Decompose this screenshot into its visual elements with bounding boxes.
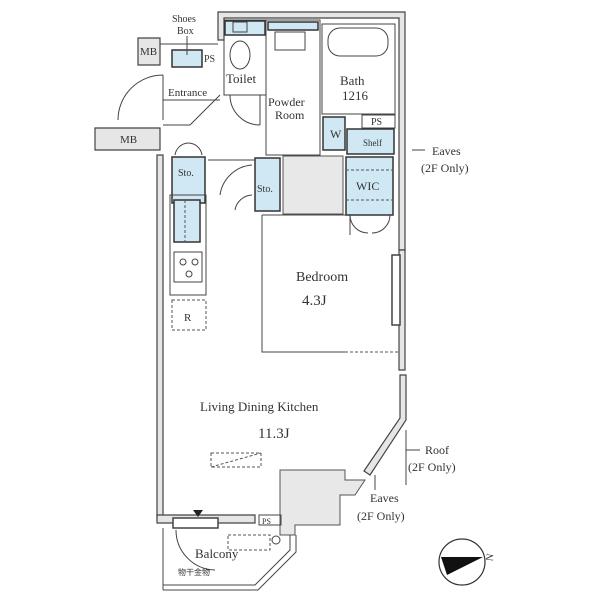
refrigerator-label: R (184, 312, 192, 324)
bedroom-label: Bedroom (296, 270, 348, 285)
balcony-label: Balcony (195, 546, 239, 561)
annotations: Eaves (2F Only) Roof (2F Only) Eaves (2F… (357, 144, 469, 523)
compass-north-label: N (484, 553, 496, 562)
storage-left-label: Sto. (178, 168, 194, 179)
washer-space (322, 116, 346, 151)
bath-size-label: 1216 (342, 88, 369, 103)
toilet-room: Toilet (223, 19, 267, 126)
sink (173, 199, 201, 243)
ps-entrance-label: PS (204, 54, 215, 65)
shoes-box-label: Box (177, 26, 194, 37)
storage-mid (254, 157, 281, 212)
roof-label: Roof (425, 443, 449, 457)
storage-mid-label: Sto. (257, 184, 273, 195)
powder-room: Powder Room (265, 19, 321, 156)
roof-note: (2F Only) (408, 460, 456, 474)
drying-rack-label: 物干金物 (178, 567, 210, 577)
walk-in-closet: WIC (345, 156, 394, 235)
living-dining-kitchen: Living Dining Kitchen 11.3J (200, 399, 319, 468)
bathroom: Bath 1216 W PS Shelf (321, 23, 396, 155)
balcony-door[interactable] (172, 517, 219, 529)
balcony: PS Balcony 物干金物 (162, 510, 297, 591)
storage-left (171, 156, 206, 204)
ldk-size-label: 11.3J (258, 426, 290, 442)
powder-room-label: Room (275, 108, 305, 122)
mb-top-label: MB (140, 46, 157, 58)
toilet-label: Toilet (226, 71, 257, 86)
shelf (346, 128, 395, 155)
bedroom-size-label: 4.3J (302, 293, 327, 309)
refrigerator (171, 299, 207, 331)
eaves-top-note: (2F Only) (421, 161, 469, 175)
wic-label: WIC (356, 179, 379, 193)
shelf-label: Shelf (363, 138, 382, 148)
shoes-box-label: Shoes (172, 14, 196, 25)
bedroom: Bedroom 4.3J (261, 214, 401, 353)
eaves-bottom-note: (2F Only) (357, 509, 405, 523)
compass-icon: N (438, 538, 496, 586)
bath-label: Bath (340, 73, 365, 88)
entrance: Shoes Box PS Entrance (117, 14, 221, 126)
ps-bath-label: PS (371, 117, 382, 128)
entrance-door[interactable] (117, 74, 164, 121)
eaves-bottom-label: Eaves (370, 491, 399, 505)
mb-left-label: MB (120, 134, 137, 146)
eaves-top-label: Eaves (432, 144, 461, 158)
kitchen-counter: R (169, 194, 207, 331)
utility-space (282, 155, 344, 215)
ldk-label: Living Dining Kitchen (200, 399, 319, 414)
powder-room-label: Powder (268, 95, 305, 109)
stove (173, 251, 203, 283)
washer-label: W (330, 127, 342, 141)
outer-walls (94, 11, 407, 536)
ps-balcony-label: PS (262, 517, 271, 526)
entrance-label: Entrance (168, 87, 207, 99)
